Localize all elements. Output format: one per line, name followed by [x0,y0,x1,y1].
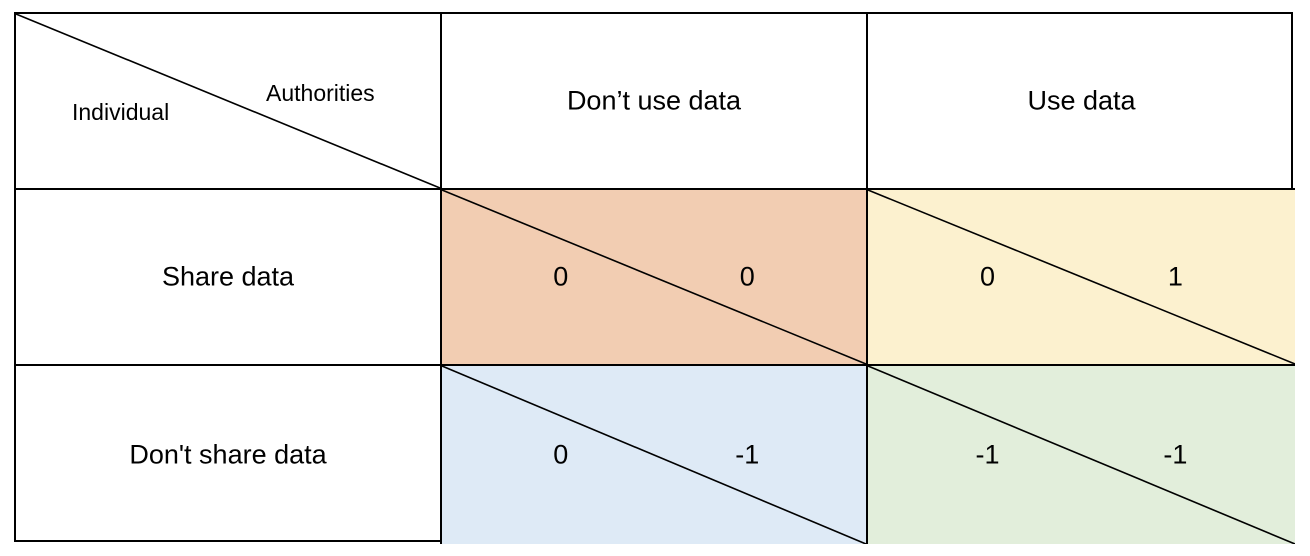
row-player-payoff: 0 [553,439,569,470]
column-player-payoff: 0 [739,261,755,292]
row-header-share-data: Share data [16,190,442,366]
row-player-label: Individual [72,99,170,125]
column-header-use-data: Use data [868,14,1295,190]
payoff-cell-share-dont-use: 0 0 [442,190,868,366]
column-header-label: Don’t use data [566,85,742,116]
row-header-label: Share data [161,261,295,292]
cell-diagonal [868,366,1295,544]
payoff-matrix: Authorities Individual Don’t use data Us… [14,12,1295,544]
payoff-cell-share-use: 0 1 [868,190,1295,366]
row-player-payoff: 0 [980,261,996,292]
column-header-dont-use-data: Don’t use data [442,14,868,190]
payoff-cell-dont-share-dont-use: 0 -1 [442,366,868,544]
row-header-dont-share-data: Don't share data [16,366,442,544]
corner-cell: Authorities Individual [16,14,442,190]
column-player-payoff: -1 [735,439,760,470]
cell-diagonal [868,190,1295,364]
payoff-cell-dont-share-use: -1 -1 [868,366,1295,544]
row-player-payoff: -1 [975,439,1000,470]
cell-diagonal [442,366,866,544]
column-player-label: Authorities [266,80,375,106]
cell-diagonal [442,190,866,364]
row-player-payoff: 0 [553,261,569,292]
column-player-payoff: -1 [1163,439,1188,470]
column-player-payoff: 1 [1167,261,1183,292]
column-header-label: Use data [1027,85,1136,116]
row-header-label: Don't share data [129,439,327,470]
